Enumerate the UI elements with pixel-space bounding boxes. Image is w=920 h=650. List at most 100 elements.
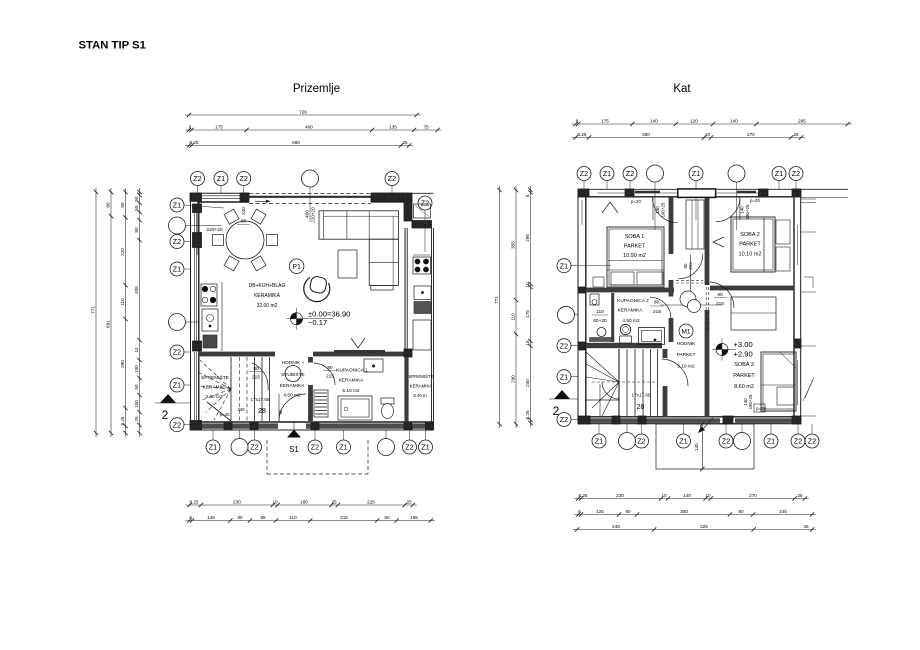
svg-text:8: 8 xyxy=(189,124,192,129)
svg-text:Prizemlje: Prizemlje xyxy=(293,83,340,95)
svg-text:KERAMIKA: KERAMIKA xyxy=(618,308,644,314)
svg-text:8.25: 8.25 xyxy=(525,410,530,419)
svg-text:DB+KUH+BLAG: DB+KUH+BLAG xyxy=(249,283,286,289)
svg-text:Z1: Z1 xyxy=(217,174,225,183)
svg-text:25: 25 xyxy=(331,499,337,504)
svg-text:180: 180 xyxy=(300,499,308,504)
svg-text:380: 380 xyxy=(642,132,650,137)
svg-text:Z2: Z2 xyxy=(794,437,802,446)
svg-text:25: 25 xyxy=(797,493,803,498)
svg-text:10: 10 xyxy=(134,347,139,353)
svg-text:+2.90: +2.90 xyxy=(734,350,753,359)
svg-text:Z1: Z1 xyxy=(421,443,429,452)
svg-text:36: 36 xyxy=(803,524,809,529)
svg-text:Z1: Z1 xyxy=(173,381,181,390)
svg-text:KERAMIKA: KERAMIKA xyxy=(254,293,281,299)
svg-text:140: 140 xyxy=(740,206,745,214)
svg-text:p=20: p=20 xyxy=(631,199,641,204)
svg-text:Z2: Z2 xyxy=(560,415,568,424)
svg-text:80: 80 xyxy=(241,219,247,225)
svg-text:80: 80 xyxy=(253,366,259,372)
svg-text:240: 240 xyxy=(525,379,530,387)
svg-text:Z1: Z1 xyxy=(339,443,347,452)
svg-text:10: 10 xyxy=(272,499,278,504)
svg-text:660: 660 xyxy=(292,140,300,145)
svg-text:75: 75 xyxy=(423,124,429,129)
svg-text:KERAMIKA: KERAMIKA xyxy=(339,378,365,384)
svg-text:248: 248 xyxy=(612,524,620,529)
svg-text:8.25: 8.25 xyxy=(190,499,199,504)
svg-text:25: 25 xyxy=(406,499,412,504)
svg-text:125: 125 xyxy=(596,509,604,514)
svg-text:400: 400 xyxy=(305,124,313,129)
svg-text:120: 120 xyxy=(690,118,698,123)
svg-text:190+25: 190+25 xyxy=(748,394,753,409)
svg-text:2: 2 xyxy=(553,404,560,418)
svg-text:220+20: 220+20 xyxy=(206,227,222,233)
svg-text:17x17.65: 17x17.65 xyxy=(632,393,651,398)
svg-text:25: 25 xyxy=(402,140,408,145)
svg-text:3.40 m2: 3.40 m2 xyxy=(205,394,223,400)
svg-text:P1: P1 xyxy=(292,264,301,271)
svg-text:8.25: 8.25 xyxy=(579,493,588,498)
svg-text:32.00 m2: 32.00 m2 xyxy=(257,303,278,309)
svg-text:Z1: Z1 xyxy=(560,261,568,270)
svg-text:135: 135 xyxy=(389,124,397,129)
svg-text:80: 80 xyxy=(738,509,744,514)
svg-text:17x17.65: 17x17.65 xyxy=(251,397,270,402)
svg-text:Z2: Z2 xyxy=(637,437,645,446)
svg-text:Z2: Z2 xyxy=(405,443,413,452)
svg-text:100: 100 xyxy=(134,400,139,408)
svg-text:3.40 m: 3.40 m xyxy=(413,393,427,398)
svg-text:80: 80 xyxy=(327,365,333,371)
svg-text:295: 295 xyxy=(798,118,806,123)
svg-text:Z1: Z1 xyxy=(775,169,783,178)
svg-text:Z2: Z2 xyxy=(388,174,396,183)
svg-text:8: 8 xyxy=(189,515,192,520)
svg-text:Z2: Z2 xyxy=(173,420,181,429)
svg-text:Kat: Kat xyxy=(673,83,691,95)
svg-text:140: 140 xyxy=(683,493,691,498)
svg-text:10.90 m2: 10.90 m2 xyxy=(623,253,646,259)
svg-text:SOBA 2: SOBA 2 xyxy=(740,232,760,238)
svg-text:Z1: Z1 xyxy=(603,169,611,178)
svg-text:215: 215 xyxy=(340,515,348,520)
svg-text:140: 140 xyxy=(650,118,658,123)
svg-text:8: 8 xyxy=(525,194,530,197)
svg-text:90: 90 xyxy=(683,263,688,268)
svg-text:55: 55 xyxy=(134,196,139,202)
svg-text:295: 295 xyxy=(525,234,530,242)
svg-text:8.60 m2: 8.60 m2 xyxy=(734,384,754,390)
svg-text:8.25: 8.25 xyxy=(120,416,125,425)
svg-text:±0.00=36.90: ±0.00=36.90 xyxy=(308,310,350,319)
svg-text:SPREMIŠTE: SPREMIŠTE xyxy=(408,374,433,379)
svg-text:230: 230 xyxy=(233,499,241,504)
svg-text:50: 50 xyxy=(134,384,139,390)
svg-text:215: 215 xyxy=(252,375,260,381)
svg-text:691: 691 xyxy=(105,320,110,328)
svg-text:PARKET: PARKET xyxy=(624,244,646,250)
svg-text:Z1: Z1 xyxy=(679,437,687,446)
svg-text:215: 215 xyxy=(326,374,334,380)
svg-text:Z2: Z2 xyxy=(311,443,319,452)
svg-text:80: 80 xyxy=(120,202,125,208)
svg-text:771: 771 xyxy=(494,296,499,304)
svg-text:60+20: 60+20 xyxy=(593,318,607,324)
svg-text:Z2: Z2 xyxy=(722,437,730,446)
svg-text:215: 215 xyxy=(653,309,661,315)
svg-text:60: 60 xyxy=(384,515,390,520)
svg-text:175: 175 xyxy=(525,310,530,318)
svg-text:Z1: Z1 xyxy=(595,437,603,446)
svg-text:15: 15 xyxy=(525,340,530,346)
svg-text:Z2: Z2 xyxy=(240,174,248,183)
svg-text:KERAMIKA: KERAMIKA xyxy=(410,384,433,389)
svg-text:2: 2 xyxy=(162,408,169,422)
svg-text:STAN TIP S1: STAN TIP S1 xyxy=(79,40,146,52)
svg-text:−0.17: −0.17 xyxy=(308,318,327,327)
svg-text:25: 25 xyxy=(793,132,799,137)
svg-text:Z1: Z1 xyxy=(209,443,217,452)
svg-text:190+25: 190+25 xyxy=(661,202,666,217)
svg-text:55: 55 xyxy=(134,205,139,211)
svg-text:SOBA 3: SOBA 3 xyxy=(734,362,754,368)
svg-text:10.10 m2: 10.10 m2 xyxy=(739,252,762,258)
